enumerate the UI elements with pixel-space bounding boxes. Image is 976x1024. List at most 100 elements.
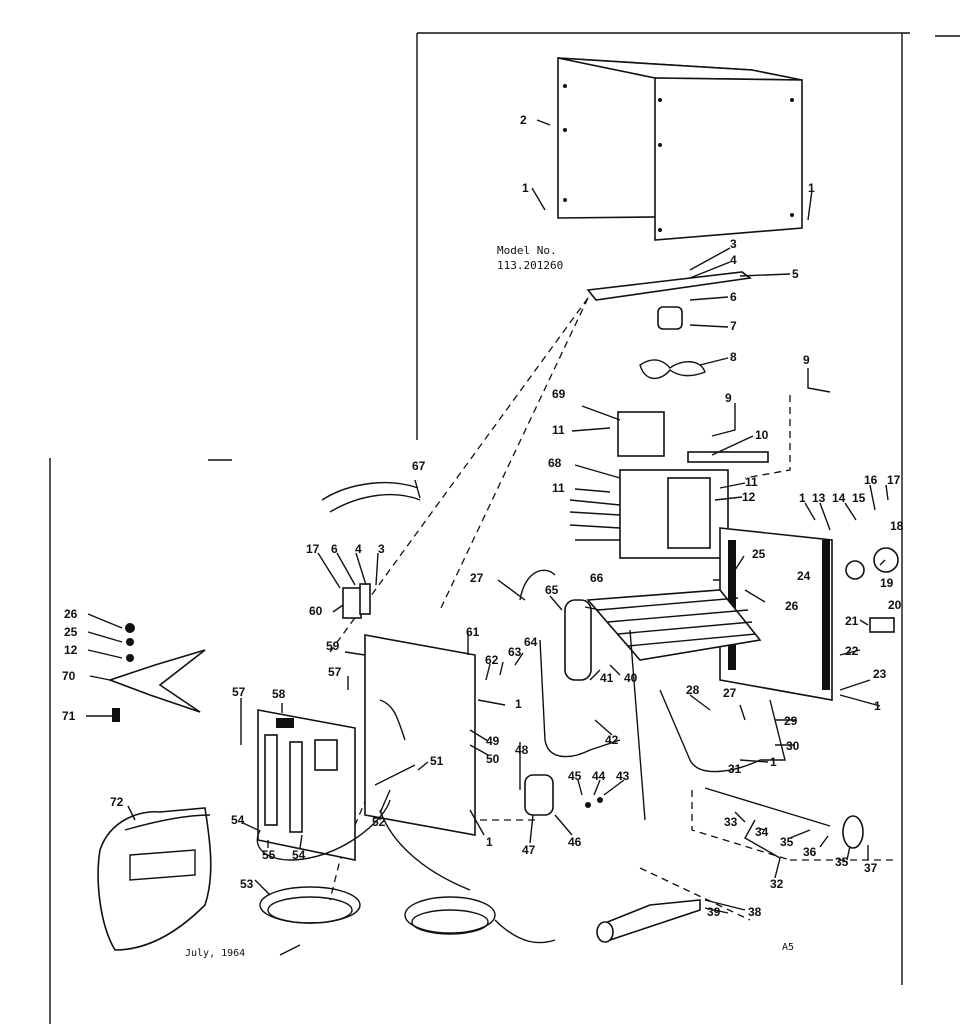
model-number: 113.201260 [497,259,563,272]
callout-37: 37 [864,861,878,875]
callout-12: 12 [64,643,78,657]
callout-35: 35 [835,855,849,869]
callout-4: 4 [730,253,737,267]
callout-19: 19 [880,576,894,590]
callout-9: 9 [725,391,732,405]
callout-25: 25 [752,547,766,561]
callout-50: 50 [486,752,500,766]
callout-3: 3 [378,542,385,556]
footer-date: July, 1964 [185,948,245,959]
callout-72: 72 [110,795,124,809]
callout-22: 22 [845,644,859,658]
callout-57: 57 [232,685,246,699]
internal-cables [519,569,864,849]
callout-10: 10 [755,428,769,442]
callout-25: 25 [64,625,78,639]
callout-11: 11 [745,475,758,489]
callout-51: 51 [430,754,444,768]
callout-1: 1 [799,491,806,505]
callout-64: 64 [524,635,538,649]
callout-27: 27 [470,571,484,585]
callout-67: 67 [412,459,426,473]
switch-assembly [342,583,371,619]
callout-47: 47 [522,843,536,857]
callout-43: 43 [616,769,630,783]
callout-46: 46 [568,835,582,849]
callout-69: 69 [552,387,566,401]
fan-assembly [586,271,753,380]
callout-labels: 2 1 1 3 4 5 6 7 8 9 9 10 69 11 68 11 11 … [62,113,904,919]
footer-code: A5 [782,942,794,953]
callout-28: 28 [686,683,700,697]
callout-2: 2 [520,113,527,127]
callout-57: 57 [328,665,342,679]
callout-31: 31 [728,762,742,776]
callout-6: 6 [331,542,338,556]
callout-5: 5 [792,267,799,281]
callout-17: 17 [306,542,320,556]
callout-1: 1 [515,697,522,711]
welding-helmet [97,807,212,951]
front-panel [257,634,476,861]
callout-7: 7 [730,319,737,333]
callout-61: 61 [466,625,480,639]
callout-53: 53 [240,877,254,891]
callout-3: 3 [730,237,737,251]
page-frame [49,32,960,1024]
callout-20: 20 [888,598,902,612]
callout-21: 21 [845,614,859,628]
right-side-panel [719,527,899,701]
callout-58: 58 [272,687,286,701]
callout-59: 59 [326,639,340,653]
callout-1: 1 [522,181,529,195]
callout-62: 62 [485,653,499,667]
callout-70: 70 [62,669,76,683]
callout-17: 17 [887,473,901,487]
callout-33: 33 [724,815,738,829]
callout-11: 11 [552,423,565,437]
callout-29: 29 [784,714,798,728]
callout-8: 8 [730,350,737,364]
callout-15: 15 [852,491,866,505]
callout-68: 68 [548,456,562,470]
callout-11: 11 [552,481,565,495]
callout-52: 52 [372,815,386,829]
callout-49: 49 [486,734,500,748]
callout-34: 34 [755,825,769,839]
callout-41: 41 [600,671,614,685]
welding-cables [256,799,556,956]
callout-12: 12 [742,490,756,504]
callout-14: 14 [832,491,846,505]
callout-18: 18 [890,519,904,533]
model-label: Model No. [497,244,557,257]
callout-27: 27 [723,686,737,700]
callout-54: 54 [292,848,306,862]
callout-65: 65 [545,583,559,597]
ground-clamp [596,899,701,943]
arc-lead [321,481,421,513]
callout-66: 66 [590,571,604,585]
callout-45: 45 [568,769,582,783]
callout-26: 26 [785,599,799,613]
cabinet-cover [557,57,803,241]
callout-23: 23 [873,667,887,681]
callout-55: 55 [262,848,276,862]
callout-1: 1 [770,755,777,769]
callout-35: 35 [780,835,794,849]
callout-39: 39 [707,905,721,919]
callout-44: 44 [592,769,606,783]
callout-16: 16 [864,473,878,487]
callout-71: 71 [62,709,76,723]
callout-4: 4 [355,542,362,556]
callout-24: 24 [797,569,811,583]
callout-1: 1 [486,835,493,849]
callout-48: 48 [515,743,529,757]
callout-42: 42 [605,733,619,747]
callout-40: 40 [624,671,638,685]
leader-lines [86,119,889,914]
terminal-clamp [524,774,603,816]
callout-13: 13 [812,491,826,505]
transformer-block [569,411,769,559]
callout-32: 32 [770,877,784,891]
